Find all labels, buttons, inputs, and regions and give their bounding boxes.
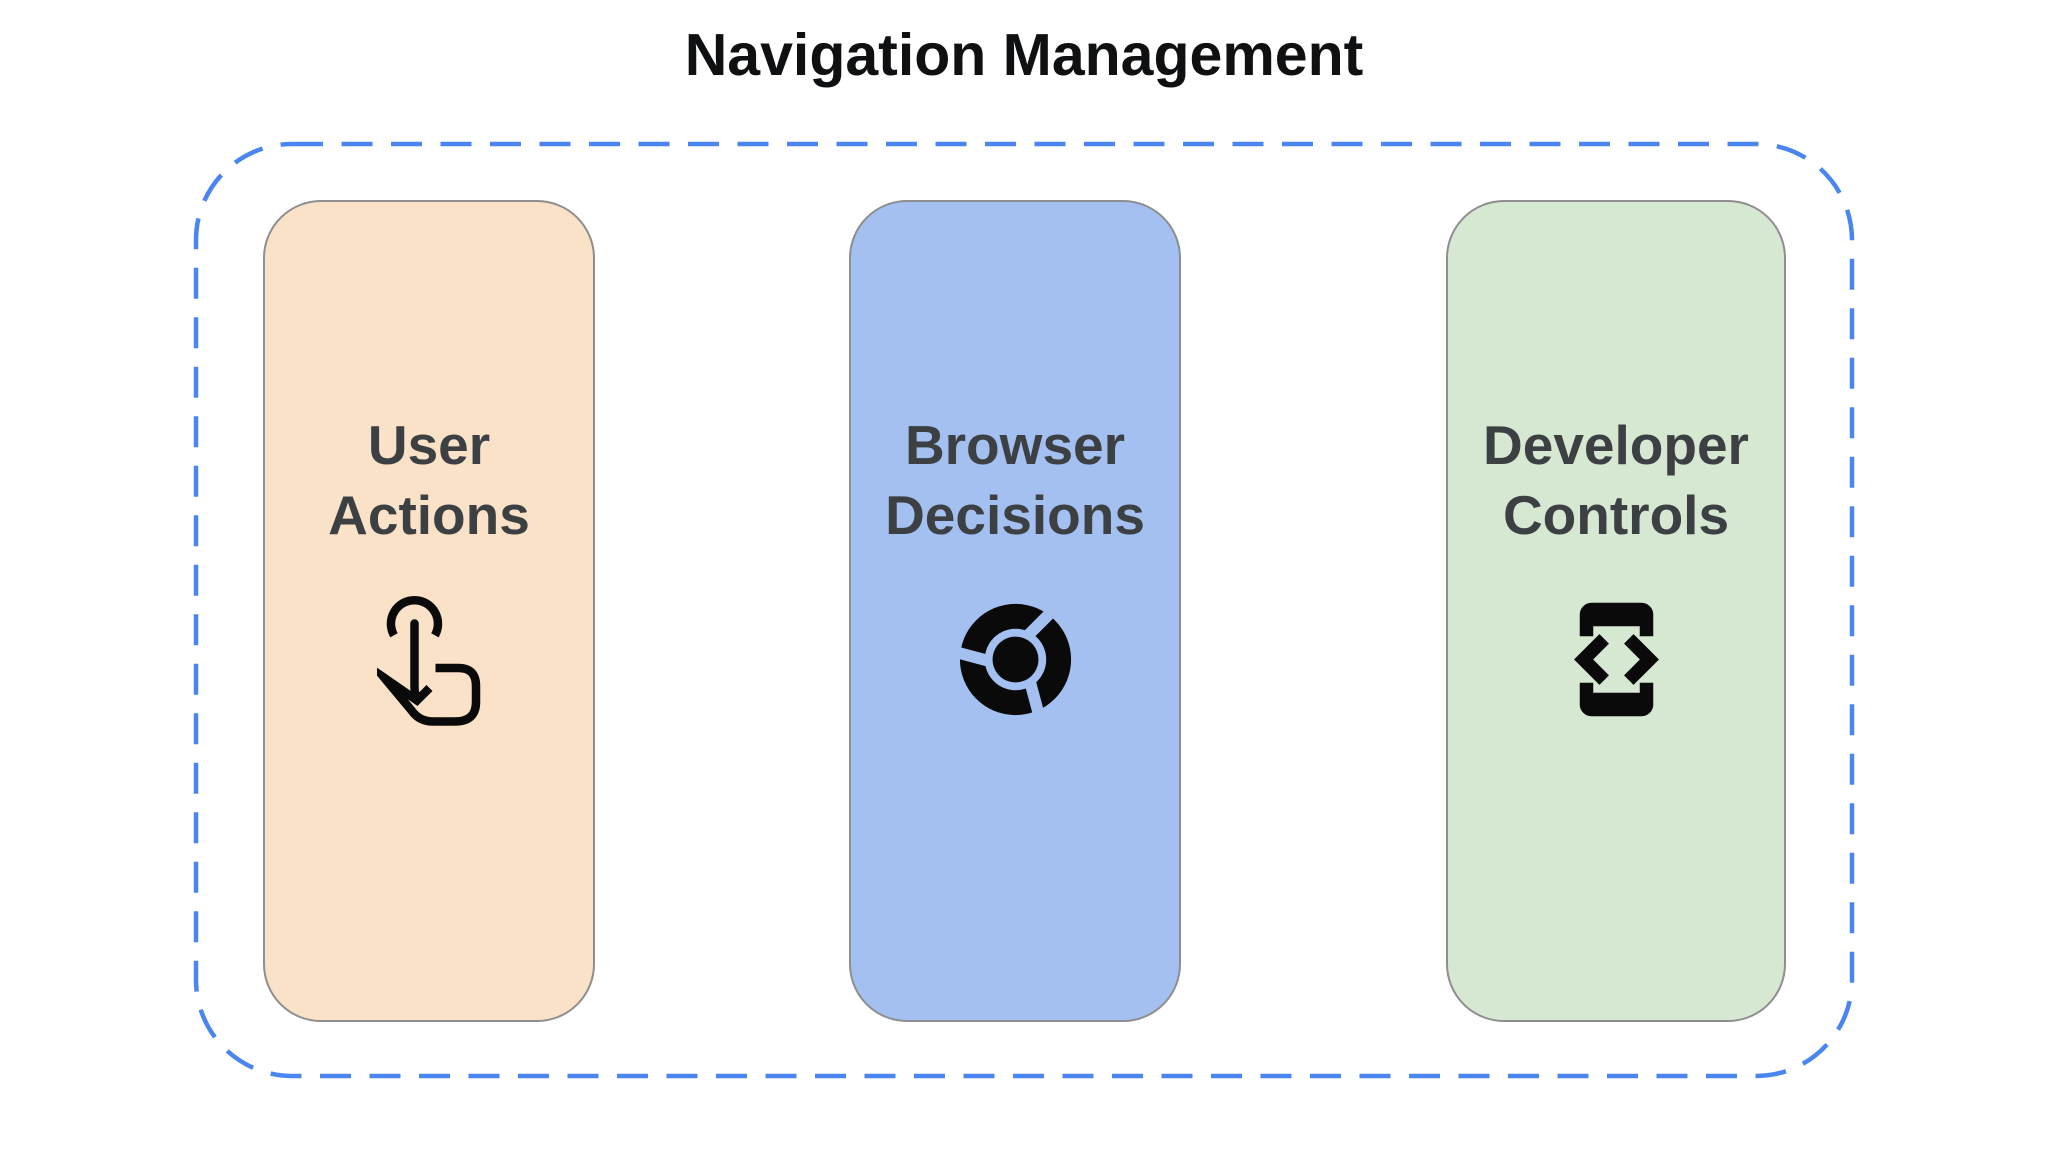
developer-mode-icon bbox=[1573, 602, 1659, 716]
card-browser-decisions: Browser Decisions bbox=[849, 200, 1181, 1022]
card-label: Browser Decisions bbox=[885, 410, 1145, 550]
icon-wrap bbox=[956, 592, 1074, 726]
card-label-line: Controls bbox=[1502, 484, 1730, 546]
card-developer-controls: Developer Controls bbox=[1446, 200, 1786, 1022]
card-label: User Actions bbox=[328, 410, 530, 550]
card-label-line: Decisions bbox=[885, 484, 1145, 546]
dashed-group-border bbox=[193, 141, 1855, 1079]
page-title: Navigation Management bbox=[684, 22, 1364, 88]
card-label-line: User bbox=[367, 414, 491, 476]
card-label-line: Browser bbox=[904, 414, 1126, 476]
card-label-line: Developer bbox=[1483, 414, 1749, 476]
icon-wrap bbox=[1573, 592, 1659, 726]
card-user-actions: User Actions bbox=[263, 200, 595, 1022]
touch-gesture-icon bbox=[377, 596, 481, 726]
card-label-line: Actions bbox=[328, 484, 530, 546]
card-label: Developer Controls bbox=[1483, 410, 1749, 550]
icon-wrap bbox=[377, 592, 481, 726]
chrome-browser-icon bbox=[956, 603, 1071, 716]
